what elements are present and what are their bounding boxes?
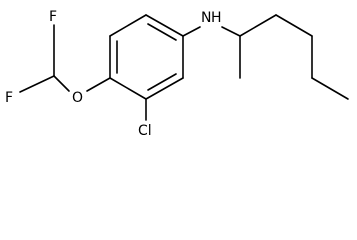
benzene-ring <box>109 14 184 100</box>
ring-to-oxygen-bond <box>86 77 111 92</box>
chlorine-label: Cl <box>138 123 152 139</box>
ring-bond-6 <box>109 14 147 37</box>
chain-bond-1 <box>239 14 277 37</box>
amine-hydrogen-label: H <box>211 10 222 26</box>
nitrogen-to-ch-bond <box>221 26 241 37</box>
chain-bond-4 <box>311 77 349 100</box>
structure-diagram: F F O Cl N H <box>5 9 349 139</box>
oxygen-to-carbon-bond <box>53 75 70 92</box>
heptyl-chain <box>182 14 349 100</box>
ring-bond-4 <box>109 77 147 100</box>
difluoromethoxy-group <box>19 24 111 93</box>
ring-double-bond-1 <box>147 23 177 41</box>
ring-double-bond-2 <box>147 73 177 91</box>
chain-bond-2 <box>275 14 313 37</box>
oxygen-label: O <box>72 90 83 106</box>
fluorine-top-label: F <box>49 9 57 25</box>
fluorine-bottom-label: F <box>5 90 13 106</box>
carbon-to-fluorine-bottom-bond <box>19 75 55 93</box>
ring-bond-1 <box>145 14 184 37</box>
nitrogen-label: N <box>201 10 211 26</box>
ring-bond-3 <box>145 77 184 100</box>
ring-to-nitrogen-bond <box>182 26 201 37</box>
